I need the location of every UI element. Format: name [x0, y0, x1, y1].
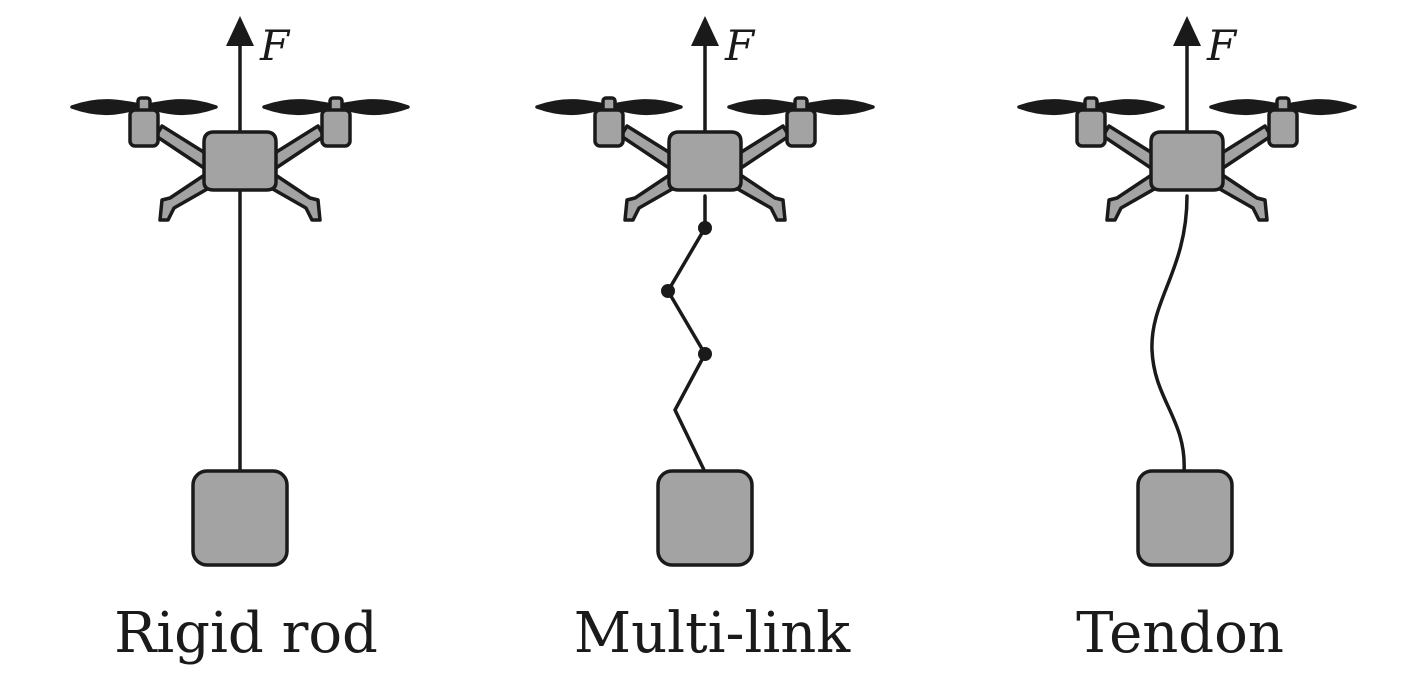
payload-box-icon: [656, 469, 754, 567]
payload-box-icon: [191, 469, 289, 567]
force-arrow-icon: [691, 16, 719, 132]
force-label: F: [724, 21, 756, 70]
force-arrow-icon: [1173, 16, 1201, 132]
tendon-connector: [1150, 194, 1189, 474]
multi-link-connector: [666, 194, 707, 474]
panel-rigid-rod: F Rigid rod: [70, 16, 410, 666]
force-arrow-icon: [226, 16, 254, 132]
link-joint: [698, 221, 712, 235]
panel-tendon: F Tendon: [1017, 16, 1357, 666]
panel-caption: Rigid rod: [114, 601, 378, 666]
panel-multi-link: F Multi-link: [535, 16, 875, 666]
force-label: F: [259, 21, 291, 70]
panel-caption: Tendon: [1076, 601, 1284, 666]
payload-box-icon: [1136, 469, 1234, 567]
link-joint: [698, 347, 712, 361]
panel-caption: Multi-link: [574, 601, 852, 666]
force-label: F: [1206, 21, 1238, 70]
link-joint: [661, 284, 675, 298]
